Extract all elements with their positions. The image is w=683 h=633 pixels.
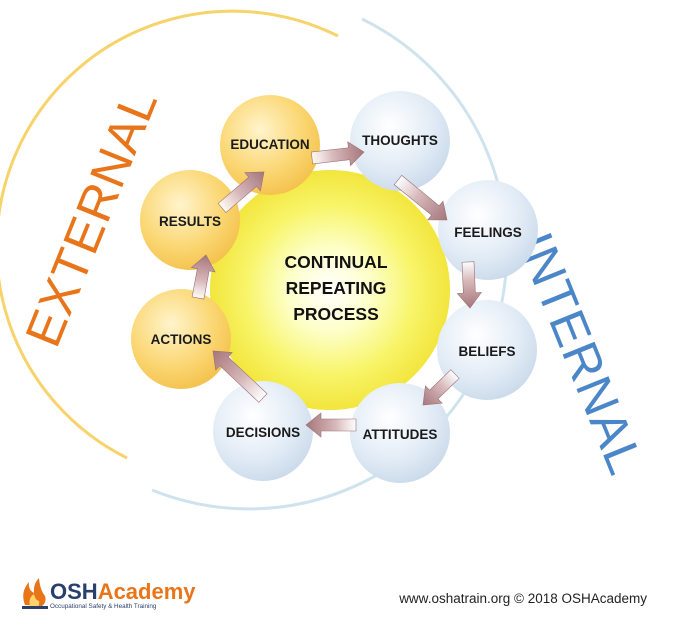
flow-arrows: [190, 141, 482, 438]
center-line-3: PROCESS: [293, 304, 379, 324]
node-education: EDUCATION: [220, 95, 320, 195]
flame-icon: [22, 578, 48, 609]
arrow-thoughts-feelings: [393, 174, 448, 221]
logo-tagline: Occupational Safety & Health Training: [50, 603, 157, 610]
center-line-2: REPEATING: [286, 278, 387, 298]
arrow-beliefs-attitudes: [422, 369, 460, 406]
svg-text:ATTITUDES: ATTITUDES: [363, 427, 438, 442]
arrow-feelings-beliefs: [456, 261, 482, 309]
arrow-actions-results: [190, 254, 216, 300]
center-line-1: CONTINUAL: [284, 252, 387, 272]
arrow-results-education: [217, 171, 265, 213]
footer-credit: www.oshatrain.org © 2018 OSHAcademy: [398, 591, 647, 606]
arrow-education-thoughts: [310, 141, 365, 167]
node-attitudes: ATTITUDES: [350, 383, 450, 483]
node-decisions: DECISIONS: [213, 381, 313, 481]
svg-text:OSHAcademy: OSHAcademy: [50, 579, 196, 604]
node-results: RESULTS: [140, 170, 240, 270]
svg-text:THOUGHTS: THOUGHTS: [362, 133, 438, 148]
center-circle: [210, 170, 450, 410]
node-feelings: FEELINGS: [438, 180, 538, 280]
logo-brand-osh: OSH: [50, 579, 98, 604]
svg-text:DECISIONS: DECISIONS: [226, 425, 300, 440]
svg-text:FEELINGS: FEELINGS: [454, 225, 522, 240]
svg-text:EDUCATION: EDUCATION: [230, 137, 309, 152]
arrow-attitudes-decisions: [305, 412, 357, 438]
node-thoughts: THOUGHTS: [350, 91, 450, 191]
svg-text:RESULTS: RESULTS: [159, 214, 221, 229]
svg-text:ACTIONS: ACTIONS: [151, 332, 212, 347]
node-beliefs: BELIEFS: [437, 300, 537, 400]
svg-text:BELIEFS: BELIEFS: [458, 344, 515, 359]
osha-logo: OSHAcademy Occupational Safety & Health …: [22, 578, 196, 610]
arrow-decisions-actions: [212, 350, 268, 403]
node-actions: ACTIONS: [131, 289, 231, 389]
logo-brand-academy: Academy: [98, 579, 197, 604]
external-ring: [0, 9, 339, 460]
